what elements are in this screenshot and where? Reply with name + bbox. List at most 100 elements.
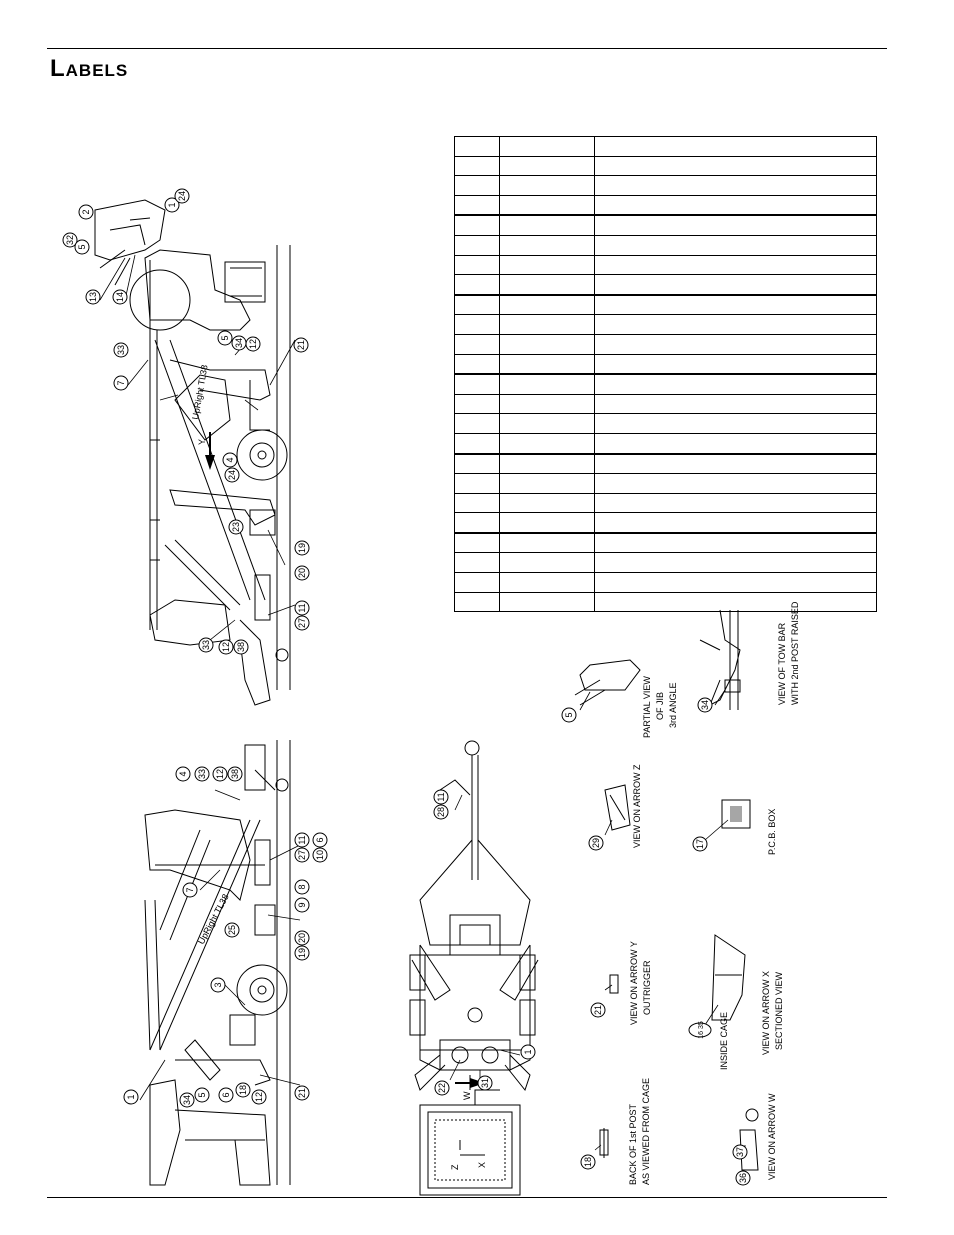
arrow-w-detail xyxy=(739,1108,759,1171)
top-side-view xyxy=(94,199,291,706)
svg-text:33: 33 xyxy=(197,769,207,779)
svg-text:27: 27 xyxy=(297,618,307,628)
table-cell xyxy=(594,354,877,376)
table-row xyxy=(454,552,877,574)
arrow-y-caption-2: OUTRIGGER xyxy=(642,960,652,1015)
table-cell xyxy=(499,175,595,196)
arrow-x-caption-2: SECTIONED VIEW xyxy=(774,971,784,1050)
callout: 27 xyxy=(294,847,310,863)
callout: 33 xyxy=(198,637,214,653)
callout: 16 35 xyxy=(688,1021,712,1039)
svg-text:24: 24 xyxy=(227,470,237,480)
table-cell xyxy=(454,572,500,593)
callout: 6 xyxy=(218,1087,234,1103)
table-cell xyxy=(499,572,595,593)
table-cell xyxy=(499,374,595,395)
arrow-x-detail xyxy=(711,934,746,1021)
table-cell xyxy=(594,255,877,276)
table-row xyxy=(454,334,877,355)
svg-text:34: 34 xyxy=(182,1095,192,1105)
arrow-w-caption: VIEW ON ARROW W xyxy=(767,1093,777,1180)
callout: 33 xyxy=(113,342,129,358)
table-cell xyxy=(454,195,500,217)
table-cell xyxy=(594,314,877,335)
table-cell xyxy=(454,175,500,196)
jib-caption-3: 3rd ANGLE xyxy=(668,682,678,728)
callout: 21 xyxy=(293,337,309,353)
callout: 1 xyxy=(164,197,180,213)
post-caption-1: BACK OF 1st POST xyxy=(628,1103,638,1185)
callout: 10 xyxy=(312,847,328,863)
callout: 5 xyxy=(217,330,233,346)
svg-text:38: 38 xyxy=(230,769,240,779)
table-cell xyxy=(499,294,595,316)
table-cell xyxy=(499,136,595,157)
bottom-side-view xyxy=(144,740,291,1186)
svg-text:38: 38 xyxy=(236,642,246,652)
table-cell xyxy=(499,493,595,514)
outrigger-detail xyxy=(609,974,619,994)
svg-text:33: 33 xyxy=(116,345,126,355)
table-cell xyxy=(499,235,595,256)
svg-text:6: 6 xyxy=(221,1092,231,1097)
table-cell xyxy=(594,195,877,217)
callout: 12 xyxy=(212,766,228,782)
callout: 6 xyxy=(312,832,328,848)
callout: 4 xyxy=(222,452,238,468)
table-cell xyxy=(454,255,500,276)
svg-text:5: 5 xyxy=(220,335,230,340)
table-cell xyxy=(499,314,595,335)
svg-text:1: 1 xyxy=(126,1094,136,1099)
svg-text:17: 17 xyxy=(695,839,705,849)
table-cell xyxy=(454,413,500,434)
svg-text:20: 20 xyxy=(297,933,307,943)
table-cell xyxy=(499,354,595,376)
pcb-caption: P.C.B. BOX xyxy=(767,809,777,855)
callout: 7 xyxy=(113,375,129,391)
callout: 24 xyxy=(174,188,190,204)
table-cell xyxy=(454,493,500,514)
callout: 20 xyxy=(294,565,310,581)
table-row xyxy=(454,532,877,554)
table-cell xyxy=(454,453,500,475)
tow-caption-1: VIEW OF TOW BAR xyxy=(777,622,787,705)
callout: 17 xyxy=(692,836,708,852)
table-row xyxy=(454,473,877,494)
table-row xyxy=(454,453,877,475)
table-cell xyxy=(454,512,500,534)
callout: 34 xyxy=(231,335,247,351)
callout: 32 xyxy=(62,232,78,248)
callout: 5 xyxy=(561,707,577,723)
plan-view xyxy=(409,740,539,1196)
arrow-w-label: W xyxy=(462,1091,472,1100)
page-title: Labels xyxy=(50,55,129,82)
callout: 4 xyxy=(175,766,191,782)
callout: 34 xyxy=(697,697,713,713)
svg-text:18: 18 xyxy=(238,1085,248,1095)
arrow-y-caption-1: VIEW ON ARROW Y xyxy=(629,941,639,1025)
svg-text:29: 29 xyxy=(591,838,601,848)
callout: 12 xyxy=(245,336,261,352)
callout: 23 xyxy=(228,519,244,535)
svg-text:3: 3 xyxy=(213,982,223,987)
svg-text:5: 5 xyxy=(564,712,574,717)
jib-caption-1: PARTIAL VIEW xyxy=(642,676,652,738)
svg-text:5: 5 xyxy=(197,1092,207,1097)
footer-rule xyxy=(47,1197,887,1198)
callout: 18 xyxy=(580,1154,596,1170)
table-cell xyxy=(594,374,877,395)
callout: 38 xyxy=(233,639,249,655)
svg-text:19: 19 xyxy=(297,948,307,958)
table-cell xyxy=(454,274,500,296)
callout: 14 xyxy=(112,289,128,305)
table-row xyxy=(454,195,877,217)
table-cell xyxy=(594,175,877,196)
svg-text:36: 36 xyxy=(738,1173,748,1183)
table-cell xyxy=(594,493,877,514)
svg-text:5: 5 xyxy=(77,244,87,249)
callout: 38 xyxy=(227,766,243,782)
table-cell xyxy=(594,512,877,534)
table-cell xyxy=(454,334,500,355)
table-cell xyxy=(499,413,595,434)
